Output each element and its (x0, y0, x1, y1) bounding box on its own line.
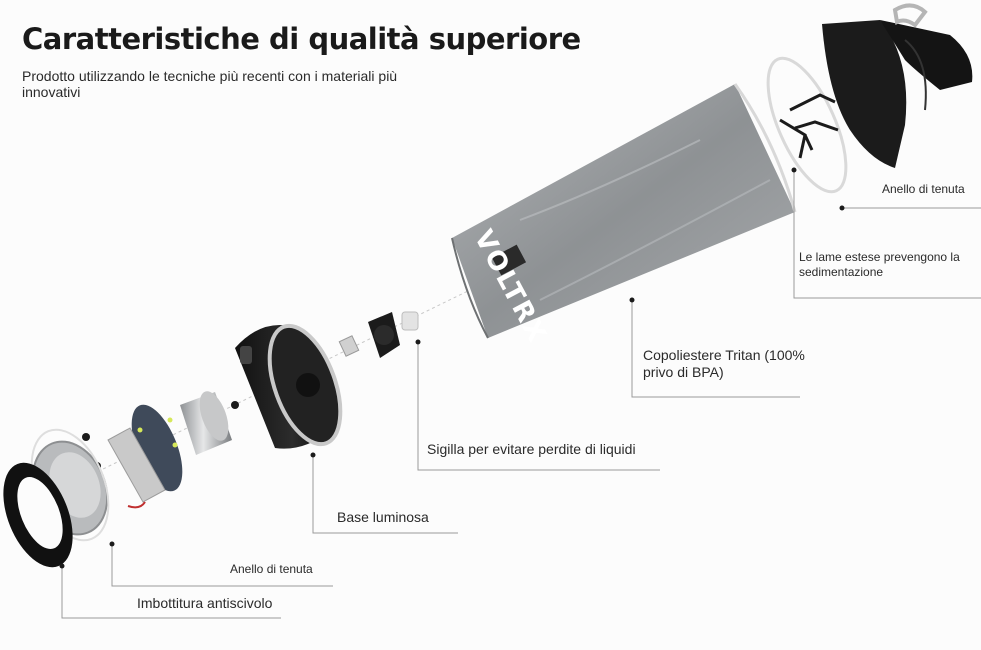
battery (107, 427, 166, 509)
page-title: Caratteristiche di qualità superiore (22, 22, 581, 56)
top-seal-ring (766, 56, 848, 194)
leader-dots (59, 167, 845, 569)
screw (82, 433, 90, 441)
label-seal-ring-bottom: Anello di tenuta (230, 562, 313, 576)
label-tritan: Copoliestere Tritan (100% privo di BPA) (643, 347, 805, 380)
light-base (235, 323, 343, 449)
coupling (338, 312, 400, 358)
lid (822, 3, 973, 168)
anti-slip-pad (3, 462, 73, 568)
seal-piece (401, 311, 419, 331)
page-subtitle: Prodotto utilizzando le tecniche più rec… (22, 68, 398, 100)
label-seal-ring-top: Anello di tenuta (882, 182, 965, 196)
motor (180, 391, 239, 455)
label-anti-slip-padding: Imbottitura antiscivolo (137, 595, 273, 611)
label-extended-blades: Le lame estese prevengono la sedimentazi… (799, 250, 960, 279)
label-leak-seal: Sigilla per evitare perdite di liquidi (427, 441, 636, 457)
leader-lines (61, 170, 981, 619)
tritan-cup (451, 83, 797, 339)
blade-assembly (779, 93, 839, 159)
label-light-base: Base luminosa (337, 509, 429, 525)
